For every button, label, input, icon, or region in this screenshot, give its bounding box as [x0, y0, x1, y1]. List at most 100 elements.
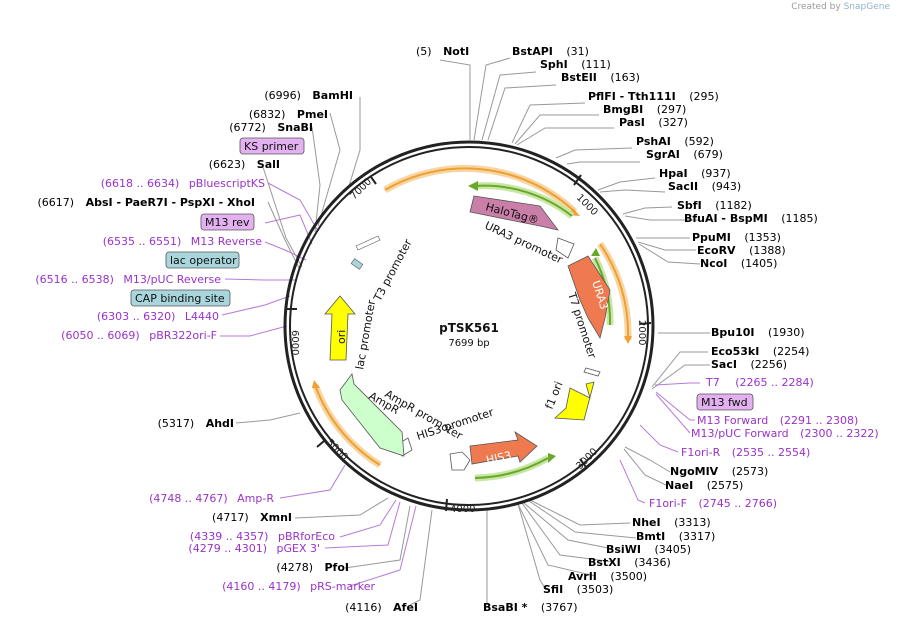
site-leader-lines [235, 57, 710, 606]
site-xmni-pos: (4717) [212, 511, 249, 524]
site-notI-pos: (5) [416, 45, 432, 58]
primer-l4440-range: (6303 .. 6320) [97, 310, 176, 323]
feature-ori: ori [335, 330, 348, 344]
tick-7000: 7000 [348, 176, 374, 202]
site-bmti-name: BmtI [636, 530, 665, 543]
site-sali-name: SalI [257, 158, 280, 171]
boxed-labels: KS primer M13 rev lac operator CAP bindi… [130, 137, 754, 411]
svg-text:BfuAI - BspMI (1185): BfuAI - BspMI (1185) [684, 212, 818, 225]
site-bstxi-name: BstXI [588, 556, 621, 569]
feature-arrows [324, 195, 611, 471]
site-naei-name: NaeI [665, 479, 693, 492]
backbone-outer [283, 140, 655, 512]
primer-prsmarker-label: pRS-marker [310, 580, 375, 593]
site-saci-pos: (2256) [750, 358, 787, 371]
svg-text:PshAI (592): PshAI (592) [636, 135, 714, 148]
site-bsteii-pos: (163) [610, 71, 640, 84]
svg-text:(6535 .. 6551) M13 Reverse: (6535 .. 6551) M13 Reverse [103, 235, 262, 248]
svg-text:NaeI (2575): NaeI (2575) [665, 479, 743, 492]
his3-promoter-arrow [449, 451, 471, 471]
site-ahdi-pos: (5317) [158, 417, 195, 430]
svg-text:(6623) SalI: (6623) SalI [209, 158, 280, 171]
primer-m13fwd-label: M13 Forward [697, 414, 768, 427]
box-lac-operator: lac operator [170, 254, 237, 267]
feature-t3-promoter: T3 promoter [371, 237, 415, 305]
lac-operator-mark [350, 258, 364, 270]
f1-ori-arrow [554, 381, 595, 421]
site-pasi-name: PasI [619, 116, 645, 129]
ampr-arrow [339, 373, 405, 457]
site-absi-pos: (6617) [38, 196, 75, 209]
tick-4000: 4000 [450, 504, 475, 515]
svg-text:NgoMIV (2573): NgoMIV (2573) [670, 465, 768, 478]
site-sbfi-name: SbfI [677, 199, 702, 212]
svg-text:BmgBI (297): BmgBI (297) [603, 103, 686, 116]
svg-text:SfiI (3503): SfiI (3503) [543, 583, 613, 596]
svg-text:F1ori-R (2535 .. 2554): F1ori-R (2535 .. 2554) [681, 446, 810, 459]
box-m13-rev: M13 rev [205, 216, 250, 229]
primer-pbrforeco-range: (4339 .. 4357) [190, 530, 269, 543]
svg-text:(4717) XmnI: (4717) XmnI [212, 511, 292, 524]
site-pfoi-pos: (4278) [276, 561, 313, 574]
site-sacii-pos: (943) [712, 180, 742, 193]
orf-arcs [311, 164, 632, 468]
svg-text:PpuMI (1353): PpuMI (1353) [692, 231, 781, 244]
site-sphi-pos: (111) [581, 58, 611, 71]
svg-text:(6996) BamHI: (6996) BamHI [264, 89, 353, 102]
site-sfii-pos: (3503) [577, 583, 614, 596]
halotag-arrow [469, 195, 559, 231]
site-bstxi-pos: (3436) [634, 556, 671, 569]
primer-t7-label: T7 [705, 376, 720, 389]
site-sgrai-pos: (679) [693, 148, 723, 161]
site-labels-left: (4116) AfeI (4278) PfoI (4717) XmnI (531… [38, 89, 418, 614]
site-pmei-name: PmeI [297, 108, 328, 121]
site-eco53ki-name: Eco53kI [711, 345, 759, 358]
primer-labels-left: (4748 .. 4767) Amp-R (4339 .. 4357) pBRf… [35, 177, 375, 593]
svg-text:(4339 .. 4357) pBRforEco: (4339 .. 4357) pBRforEco [190, 530, 335, 543]
primer-l4440-label: L4440 [185, 310, 219, 323]
primer-pbr322orif-label: pBR322ori-F [149, 329, 217, 342]
ura3-arrow [567, 255, 611, 340]
site-nhei-name: NheI [632, 516, 661, 529]
primer-m13rev-label: M13 Reverse [191, 235, 262, 248]
site-bamhi-pos: (6996) [264, 89, 301, 102]
svg-text:(5) NotI: (5) NotI [416, 45, 469, 58]
primer-pbr322orif-range: (6050 .. 6069) [61, 329, 140, 342]
svg-text:(4278) PfoI: (4278) PfoI [276, 561, 349, 574]
primer-pgex3-range: (4279 .. 4301) [188, 542, 267, 555]
svg-text:(6516 .. 6538) M13/pUC Reverse: (6516 .. 6538) M13/pUC Reverse [35, 273, 221, 286]
primer-t7-range: (2265 .. 2284) [735, 376, 814, 389]
svg-text:Bpu10I (1930): Bpu10I (1930) [711, 326, 805, 339]
site-pflfi-pos: (295) [689, 90, 719, 103]
site-sphi-name: SphI [540, 58, 568, 71]
t3-promoter-mark [355, 235, 381, 251]
svg-text:BsaBI * (3767): BsaBI * (3767) [483, 601, 578, 614]
site-pmei-pos: (6832) [249, 108, 286, 121]
primer-ampr-label: Amp-R [237, 492, 274, 505]
site-ecorv-pos: (1388) [749, 244, 786, 257]
site-bfuai-pos: (1185) [781, 212, 818, 225]
svg-text:PasI (327): PasI (327) [619, 116, 688, 129]
primer-m13rev-range: (6535 .. 6551) [103, 235, 182, 248]
svg-text:(4279 .. 4301) pGEX 3': (4279 .. 4301) pGEX 3' [188, 542, 320, 555]
site-labels-right: (5) NotI BstAPI (31) SphI (111) BstEII (… [416, 45, 818, 614]
site-bpu10i-name: Bpu10I [711, 326, 755, 339]
site-sali-pos: (6623) [209, 158, 246, 171]
svg-text:AvrII (3500): AvrII (3500) [568, 570, 647, 583]
svg-text:(6618 .. 6634) pBluescriptKS: (6618 .. 6634) pBluescriptKS [101, 177, 265, 190]
site-ncoi-pos: (1405) [741, 257, 778, 270]
svg-text:BstAPI (31): BstAPI (31) [512, 45, 589, 58]
site-bmgbi-pos: (297) [657, 103, 687, 116]
svg-text:BstXI (3436): BstXI (3436) [588, 556, 671, 569]
site-avrii-name: AvrII [568, 570, 597, 583]
site-sgrai-name: SgrAI [646, 148, 680, 161]
svg-text:(6832) PmeI: (6832) PmeI [249, 108, 328, 121]
site-ncoi-name: NcoI [700, 257, 727, 270]
svg-text:(6050 .. 6069) pBR322ori-F: (6050 .. 6069) pBR322ori-F [61, 329, 217, 342]
site-bsabi-pos: (3767) [541, 601, 578, 614]
primer-m13pucrev-label: M13/pUC Reverse [123, 273, 221, 286]
box-ks-primer: KS primer [244, 140, 299, 153]
site-sbfi-pos: (1182) [715, 199, 752, 212]
site-snabi-name: SnaBI [277, 121, 313, 134]
site-afei-name: AfeI [393, 601, 418, 614]
